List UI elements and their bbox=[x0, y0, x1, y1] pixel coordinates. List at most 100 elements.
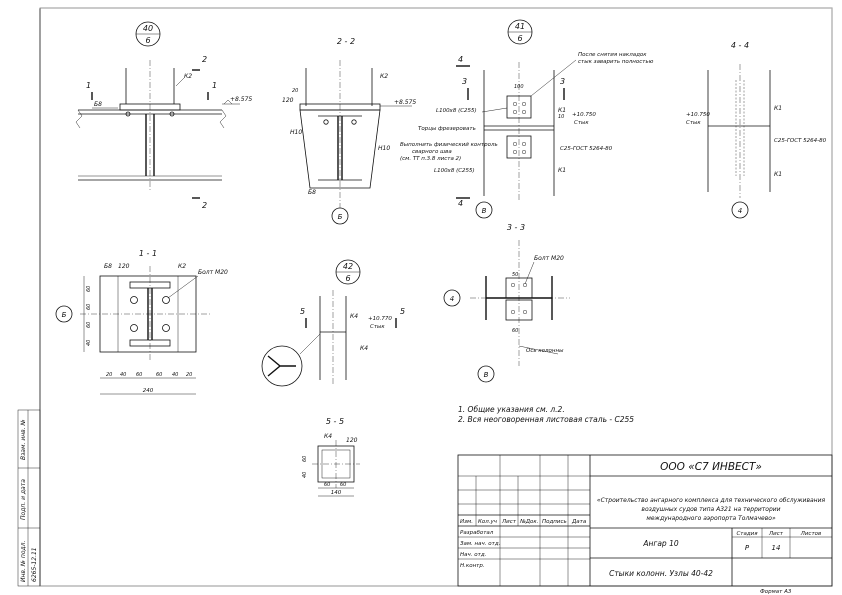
dim-l-2: 60 bbox=[86, 322, 92, 328]
section-5-5-title: 5 - 5 bbox=[326, 417, 344, 426]
section-2-2-h10-left: Н10 bbox=[290, 129, 302, 136]
node-42-detail-circle bbox=[261, 345, 303, 387]
section-4-4-axis-marker bbox=[731, 201, 749, 219]
node-41-angle1: L100х8 (С255) bbox=[436, 108, 477, 114]
format-label: Формат А3 bbox=[760, 589, 792, 595]
section-2-2-b8: Б8 bbox=[308, 189, 316, 196]
node-42-k4b: К4 bbox=[360, 345, 368, 352]
node-41-view: 41 6 4 3 3 4 После снятия накладок стык … bbox=[400, 19, 654, 219]
section-3-3-axis4-marker bbox=[443, 289, 461, 307]
col-izm: Изм. bbox=[460, 519, 473, 525]
dim-b-5: 20 bbox=[186, 372, 192, 378]
section-2-2-h10-right: Н10 bbox=[378, 145, 390, 152]
section-3-3-axisV: В bbox=[484, 371, 489, 379]
node-41-sect4-top: 4 bbox=[458, 55, 463, 64]
node-41-num: 41 bbox=[515, 22, 525, 31]
sheet-title: Стыки колонн. Узлы 40-42 bbox=[609, 569, 713, 578]
section-3-3-axis4: 4 bbox=[450, 295, 454, 303]
section-2-2-view: 2 - 2 К2 120 20 Н10 Н10 Б8 +8.575 Б bbox=[282, 37, 416, 225]
role-nach: Нач. отд. bbox=[460, 552, 487, 558]
node-41-angle2: L100х8 (С255) bbox=[434, 168, 475, 174]
section-5-5-d60-v: 60 bbox=[302, 456, 308, 462]
section-4-4-title: 4 - 4 bbox=[731, 41, 749, 50]
section-3-3-d50: 50 bbox=[512, 272, 518, 278]
node-40-view: 40 6 2 1 1 2 К2 Б8 +8.575 bbox=[75, 21, 252, 210]
section-3-3-bolt: Болт М20 bbox=[534, 255, 564, 262]
node-40-num: 40 bbox=[143, 24, 153, 33]
node-42-sheet: 6 bbox=[345, 274, 350, 283]
section-5-5-d140: 140 bbox=[331, 490, 342, 496]
dim-b-3: 60 bbox=[156, 372, 162, 378]
node-41-note-top1: После снятия накладок bbox=[578, 52, 647, 58]
note-1: 1. Общие указания см. л.2. bbox=[458, 405, 565, 414]
section-1-1-b8: Б8 bbox=[104, 263, 112, 270]
node-41-d100: 100 bbox=[514, 84, 524, 90]
section-5-5-d60-h2: 60 bbox=[340, 482, 346, 488]
section-5-5-d120: 120 bbox=[346, 437, 358, 444]
stage-value: Р bbox=[745, 544, 750, 552]
side-stamp: Взам. инв. № Подп. и дата Инв. № подл. 6… bbox=[17, 409, 41, 587]
company-name: ООО «С7 ИНВЕСТ» bbox=[660, 461, 762, 473]
section-2-2-k2: К2 bbox=[380, 73, 388, 80]
section-4-4-view: 4 - 4 К1 +10.750 Стык С25-ГОСТ 5264-80 К… bbox=[686, 41, 827, 219]
dim-b-1: 40 bbox=[120, 372, 126, 378]
section-4-4-gost: С25-ГОСТ 5264-80 bbox=[774, 138, 827, 144]
node-41-axis-marker bbox=[475, 201, 493, 219]
hdr-sheets: Листов bbox=[800, 531, 822, 537]
node-41-d10: 10 bbox=[558, 114, 564, 120]
node-41-k1a: К1 bbox=[558, 107, 566, 114]
section-1-1-dims-left: 60 60 60 40 bbox=[86, 286, 92, 346]
section-1-1-view: 1 - 1 Б8 120 К2 Болт М20 Б 20 40 60 60 4… bbox=[55, 249, 228, 395]
node-41-sheet: 6 bbox=[517, 34, 522, 43]
building-name: Ангар 10 bbox=[642, 539, 678, 548]
node-42-view: 42 6 5 5 К4 +10.770 Стык К4 bbox=[261, 259, 405, 387]
node-40-sect1-right: 1 bbox=[212, 81, 217, 90]
section-1-1-dims-bottom: 20 40 60 60 40 20 bbox=[106, 372, 192, 378]
side-inv-num: 6265-12.11 bbox=[31, 547, 38, 582]
node-42-sect5-right: 5 bbox=[400, 307, 405, 316]
dim-b-0: 20 bbox=[106, 372, 112, 378]
section-5-5-view: 5 - 5 К4 120 60 40 60 60 140 bbox=[302, 417, 360, 497]
section-2-2-axis-marker bbox=[331, 207, 349, 225]
section-4-4-k1b: К1 bbox=[774, 171, 782, 178]
col-podpis: Подпись bbox=[542, 519, 567, 525]
node-41-holes: Торцы фрезеровать bbox=[418, 126, 476, 132]
side-vzam: Взам. инв. № bbox=[20, 419, 27, 460]
node-41-k1b: К1 bbox=[558, 167, 566, 174]
node-40-k2: К2 bbox=[184, 73, 192, 80]
col-koluch: Кол.уч bbox=[478, 519, 498, 525]
section-2-2-title: 2 - 2 bbox=[337, 37, 355, 46]
section-2-2-d20: 20 bbox=[292, 88, 298, 94]
node-42-num: 42 bbox=[343, 262, 353, 271]
section-1-1-d120: 120 bbox=[118, 263, 130, 270]
node-41-elev: +10.750 bbox=[572, 112, 596, 118]
node-40-sheet: 6 bbox=[145, 36, 150, 45]
hdr-stage: Стадия bbox=[736, 531, 758, 537]
node-41-gost: С25-ГОСТ 5264-80 bbox=[560, 146, 613, 152]
node-41-weld2: сварного шва bbox=[412, 149, 452, 155]
node-41-sect4-bottom: 4 bbox=[458, 199, 463, 208]
node-40-sect2-top: 2 bbox=[202, 55, 207, 64]
title-block-cols: Изм. Кол.уч Лист №Док. Подпись Дата bbox=[460, 519, 587, 525]
side-podp: Подп. и дата bbox=[20, 479, 27, 520]
dim-l-3: 40 bbox=[86, 340, 92, 346]
role-nkontr: Н.контр. bbox=[460, 563, 485, 569]
sheet-number: 14 bbox=[772, 544, 781, 552]
section-3-3-axis-col: Ось колонны bbox=[526, 348, 564, 354]
project-line-1: «Строительство ангарного комплекса для т… bbox=[597, 497, 826, 504]
side-inv-podl: Инв. № подл. bbox=[20, 541, 27, 582]
node-42-styk: Стык bbox=[370, 324, 385, 330]
hdr-sheet: Лист bbox=[768, 531, 784, 537]
section-1-1-bolt: Болт М20 bbox=[198, 269, 228, 276]
dim-b-4: 40 bbox=[172, 372, 178, 378]
node-41-styk: Стык bbox=[574, 120, 589, 126]
section-1-1-k2: К2 bbox=[178, 263, 186, 270]
title-block-roles: Разработал Зам. нач. отд. Нач. отд. Н.ко… bbox=[460, 530, 501, 569]
section-1-1-axis: Б bbox=[62, 311, 67, 319]
section-2-2-axis: Б bbox=[338, 213, 343, 221]
section-1-1-dim-total: 240 bbox=[143, 388, 154, 394]
section-3-3-view: 3 - 3 Болт М20 50 60 4 Ось колонны В bbox=[443, 223, 570, 383]
project-line-2: воздушных судов типа А321 на территории bbox=[641, 506, 780, 513]
section-1-1-axis-marker bbox=[55, 305, 73, 323]
